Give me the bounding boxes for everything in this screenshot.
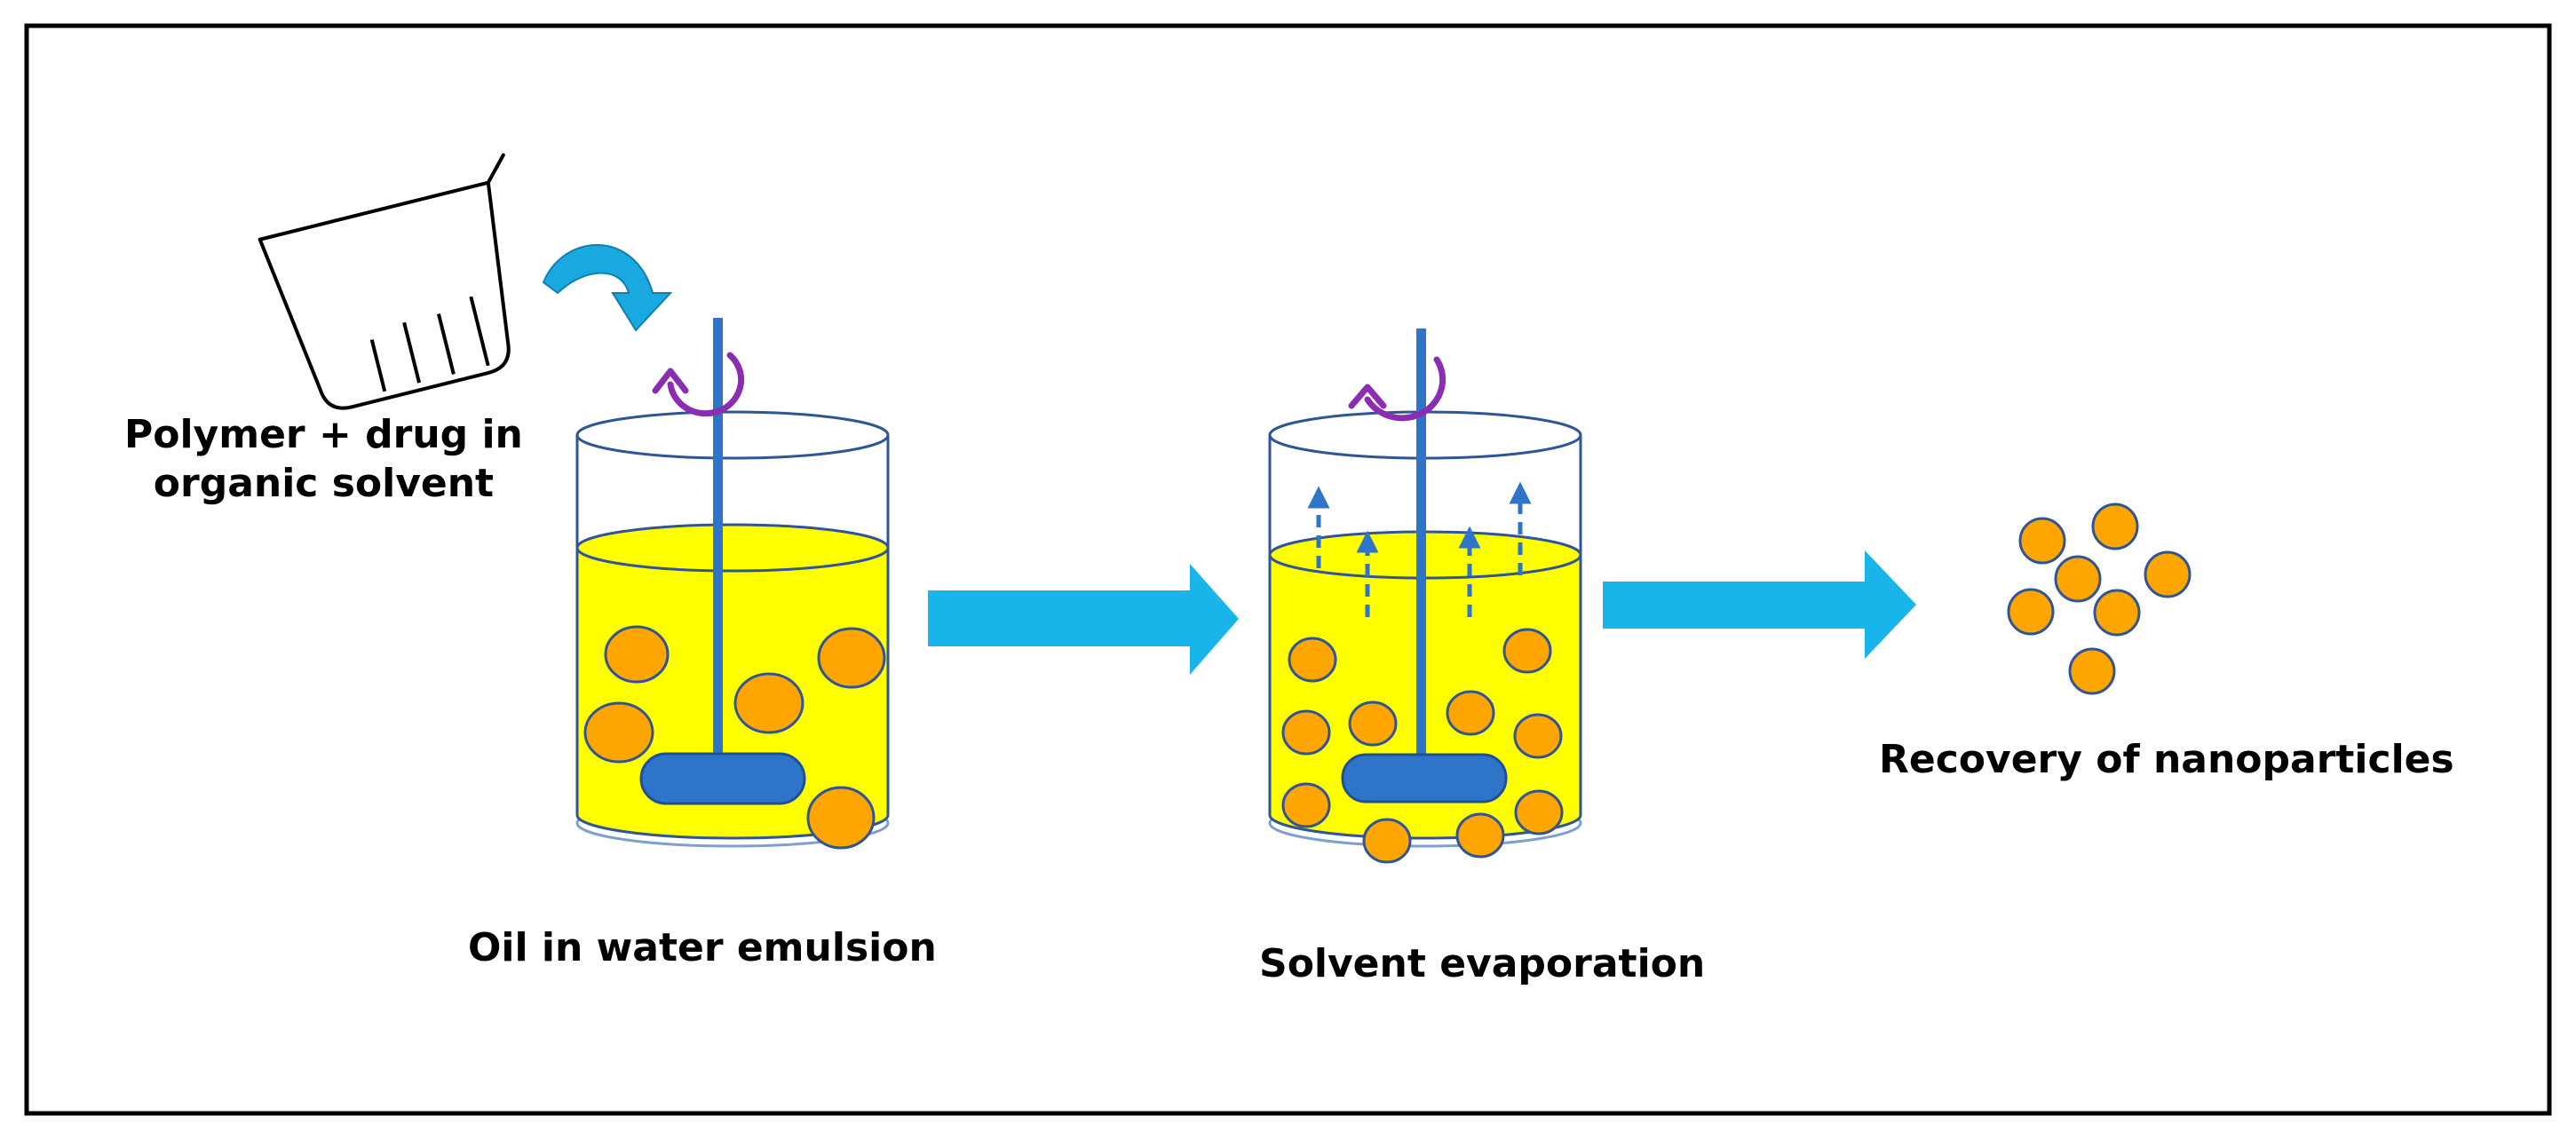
- particle: [2007, 588, 2055, 636]
- polymer-drug-label: Polymer + drug in organic solvent: [124, 410, 523, 508]
- particle: [2054, 555, 2102, 603]
- polymer-label-line2: organic solvent: [153, 461, 495, 506]
- particle: [2018, 517, 2066, 565]
- evaporation-label: Solvent evaporation: [1259, 941, 1706, 986]
- recovery-label: Recovery of nanoparticles: [1879, 737, 2454, 782]
- right-arrow-icon: [928, 564, 1239, 675]
- particle: [1288, 637, 1337, 683]
- stirrer: [1341, 329, 1508, 803]
- particle: [2093, 589, 2141, 637]
- rotation-arrow-icon: [1348, 356, 1447, 422]
- particle: [817, 627, 886, 689]
- particle: [2091, 503, 2139, 550]
- particle: [2144, 550, 2192, 598]
- particle: [1348, 701, 1398, 747]
- pouring-beaker-icon: [258, 153, 511, 410]
- particle: [1281, 709, 1331, 756]
- particle: [583, 701, 654, 764]
- particle: [1513, 713, 1563, 759]
- particle: [733, 672, 805, 734]
- particle: [1455, 812, 1505, 859]
- rotation-arrow-icon: [652, 352, 745, 417]
- stirrer: [639, 318, 806, 805]
- emulsion-label: Oil in water emulsion: [468, 925, 937, 970]
- particle: [1362, 818, 1412, 864]
- particle: [1446, 690, 1495, 736]
- particle: [1502, 628, 1552, 674]
- evaporation-beaker: [1268, 329, 1582, 864]
- curved-arrow-icon: [542, 244, 673, 332]
- polymer-label-line1: Polymer + drug in: [124, 412, 523, 457]
- particle: [1514, 789, 1564, 835]
- emulsion-beaker: [575, 318, 890, 850]
- nanoparticle-cluster: [2007, 503, 2192, 695]
- right-arrow-icon: [1603, 550, 1916, 659]
- particle: [2068, 647, 2116, 695]
- particle: [604, 625, 670, 684]
- particle: [806, 786, 876, 850]
- particle: [1281, 782, 1331, 828]
- diagram-frame: [24, 23, 2552, 1116]
